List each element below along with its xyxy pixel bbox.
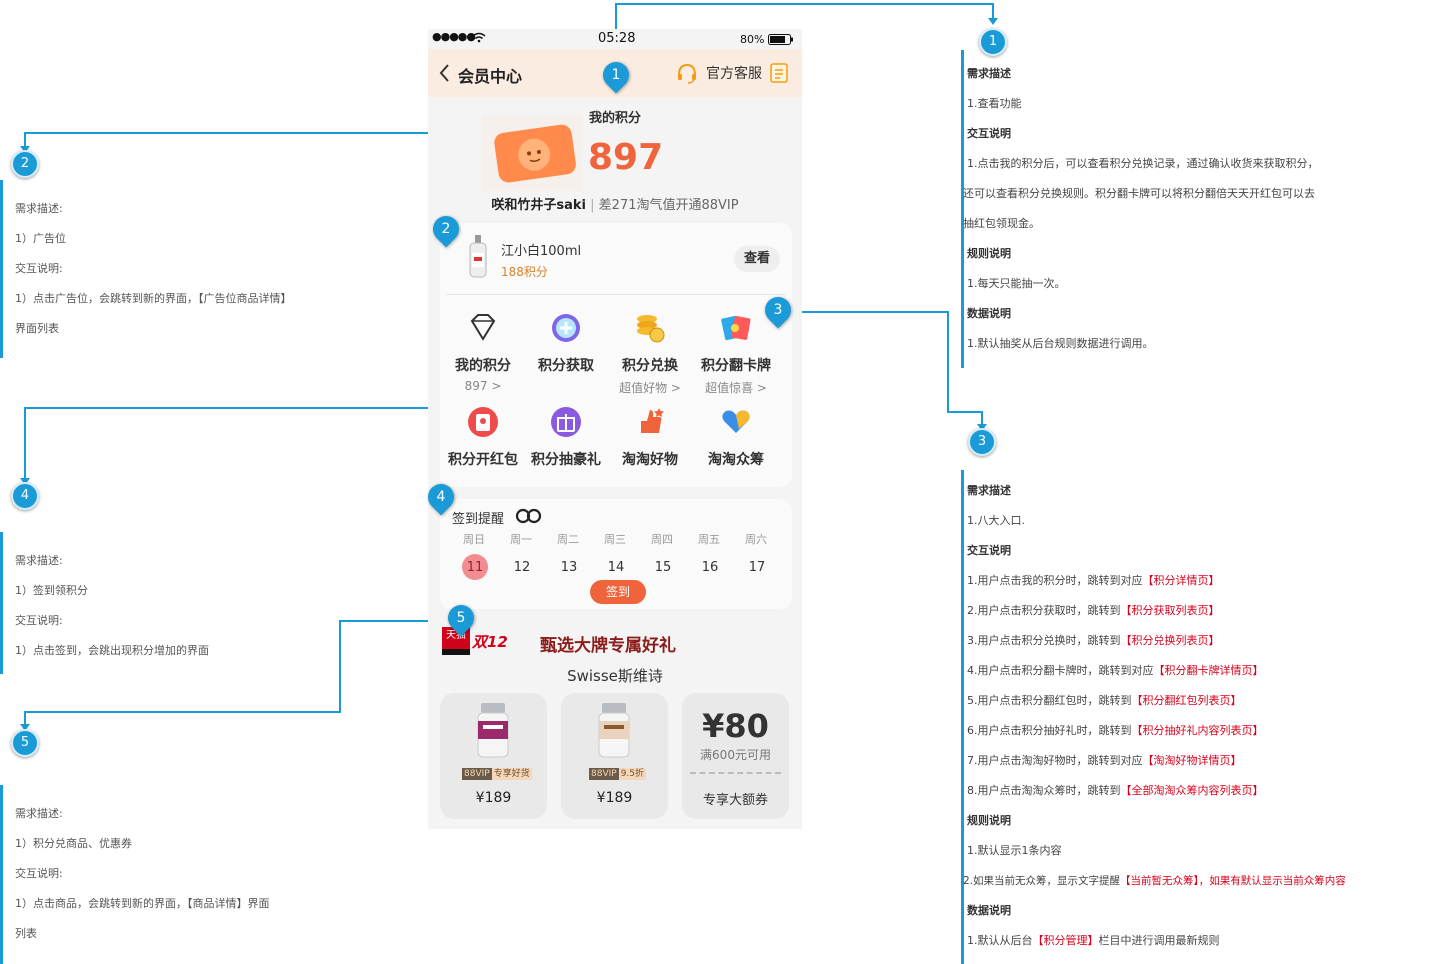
- note-bar-1: [961, 50, 964, 368]
- user-info: 咲和竹井子saki | 差271淘气值开通88VIP: [491, 198, 739, 213]
- weekday: 周二: [557, 533, 579, 546]
- product-price: ¥189: [475, 790, 512, 806]
- entry-card: 江小白100ml 188积分 查看 我的积分 897 > 积分获取: [440, 223, 792, 487]
- weekday: 周五: [698, 533, 720, 546]
- weekday: 周日: [463, 533, 485, 546]
- annotation-marker-4: 4: [11, 482, 39, 510]
- note-bar-4: [0, 532, 3, 674]
- ad-product-points: 188积分: [501, 265, 548, 279]
- gem-icon: [470, 314, 496, 341]
- annotation-note-2: 需求描述: 1）广告位 交互说明: 1）点击广告位，会跳转到新的界面，【广告位商…: [15, 202, 292, 335]
- points-value[interactable]: 897: [588, 137, 664, 178]
- brand-name: Swisse斯维诗: [567, 667, 663, 685]
- entry-good-stuff[interactable]: 淘淘好物: [605, 405, 695, 469]
- entry-lucky-draw[interactable]: 积分抽豪礼: [521, 405, 611, 469]
- entry-redeem-points[interactable]: 积分兑换 超值好物 >: [605, 311, 695, 396]
- coupon-label: 专享大额券: [702, 793, 768, 808]
- annotation-pin-4: 4: [422, 478, 460, 516]
- ad-banner[interactable]: 江小白100ml 188积分 查看: [440, 223, 792, 293]
- weekday: 周一: [510, 533, 532, 546]
- annotation-note-4: 需求描述: 1）签到领积分 交互说明: 1）点击签到，会跳出现积分增加的界面: [15, 554, 209, 657]
- entry-flip-cards[interactable]: 积分翻卡牌 超值惊喜 >: [691, 311, 781, 396]
- calendar-day[interactable]: 12: [513, 560, 531, 575]
- red-envelope-icon: [468, 407, 498, 437]
- coupon-amount: ¥80: [702, 707, 769, 745]
- thumbs-up-icon: [641, 408, 664, 433]
- battery-percent: 80%: [740, 33, 765, 46]
- signin-card: 签到提醒 周日 周一 周二 周三 周四 周五 周六 11 12 13 14 15…: [440, 499, 792, 609]
- supplement-bottle-icon: [477, 703, 509, 758]
- bottle-icon: [469, 235, 487, 278]
- calendar-day[interactable]: 16: [701, 560, 719, 575]
- annotation-note-5: 需求描述: 1）积分兑商品、优惠券 交互说明: 1）点击商品，会跳转到新的界面，…: [15, 807, 270, 940]
- headset-icon[interactable]: [676, 62, 698, 84]
- note-bar-3: [961, 470, 964, 964]
- entry-red-envelope[interactable]: 积分开红包: [438, 405, 528, 469]
- view-button[interactable]: 查看: [734, 246, 780, 272]
- mascot-card-icon: [482, 115, 582, 191]
- entry-crowdfunding[interactable]: 淘淘众筹: [691, 405, 781, 469]
- calendar-day[interactable]: 15: [654, 560, 672, 575]
- weekday: 周四: [651, 533, 673, 546]
- user-name: 咲和竹井子saki: [491, 198, 587, 213]
- vip-hint[interactable]: 差271淘气值开通88VIP: [598, 198, 739, 213]
- list-menu-icon[interactable]: [770, 63, 788, 83]
- phone-screen: ●●●●● 05:28 80% 会员中心 官方客服: [428, 29, 802, 829]
- page-title: 会员中心: [458, 67, 523, 86]
- back-chevron-icon[interactable]: [438, 63, 450, 83]
- reminder-toggle-icon[interactable]: [515, 508, 543, 524]
- promo-headline: 甄选大牌专属好礼: [540, 636, 676, 656]
- annotation-marker-3: 3: [968, 428, 996, 456]
- coupon-card[interactable]: ¥80 满600元可用 专享大额券: [682, 693, 789, 819]
- signin-button[interactable]: 签到: [590, 580, 646, 604]
- signin-title: 签到提醒: [452, 512, 505, 527]
- weekday: 周六: [745, 533, 767, 546]
- annotation-marker-1: 1: [979, 28, 1007, 56]
- note-bar-5: [0, 785, 3, 964]
- battery-icon: [768, 34, 793, 45]
- status-bar: ●●●●● 05:28 80%: [428, 29, 802, 49]
- entry-my-points[interactable]: 我的积分 897 >: [438, 311, 528, 393]
- coupon-divider: [690, 772, 781, 774]
- divider: [446, 294, 786, 295]
- note-bar-2: [0, 180, 3, 358]
- cards-icon: [721, 315, 751, 341]
- calendar-day[interactable]: 14: [607, 560, 625, 575]
- customer-service-link[interactable]: 官方客服: [706, 66, 762, 82]
- annotation-note-3: 需求描述 1.八大入口. 交互说明 1.用户点击我的积分时，跳转到对应【积分详情…: [963, 484, 1346, 947]
- product-price: ¥189: [596, 790, 633, 806]
- annotation-note-1: 需求描述 1.查看功能 交互说明 1.点击我的积分后，可以查看积分兑换记录，通过…: [963, 67, 1319, 350]
- annotation-pin-2: 2: [427, 210, 465, 248]
- annotation-pin-1: 1: [597, 56, 635, 94]
- clock: 05:28: [598, 31, 636, 46]
- today-highlight: [462, 554, 488, 580]
- coin-stack-icon: [637, 315, 665, 343]
- signal-strength: ●●●●●: [432, 30, 476, 43]
- annotation-pin-3: 3: [759, 291, 797, 329]
- gift-box-icon: [551, 407, 581, 437]
- entry-get-points[interactable]: 积分获取: [521, 311, 611, 379]
- annotation-marker-5: 5: [11, 729, 39, 757]
- wifi-icon: [472, 32, 486, 43]
- supplement-bottle-icon: [598, 703, 630, 758]
- my-points-label[interactable]: 我的积分: [588, 111, 641, 126]
- double12-badge: 双12: [472, 633, 508, 651]
- ad-product-name: 江小白100ml: [501, 244, 582, 259]
- coupon-condition: 满600元可用: [700, 748, 771, 762]
- annotation-marker-2: 2: [11, 150, 39, 178]
- weekday: 周三: [604, 533, 626, 546]
- calendar-day[interactable]: 13: [560, 560, 578, 575]
- calendar-day[interactable]: 17: [748, 560, 766, 575]
- heart-hand-icon: [722, 410, 750, 433]
- annotation-pin-5: 5: [442, 599, 480, 637]
- calendar-day-today[interactable]: 11: [466, 560, 484, 575]
- plus-circle-icon: [552, 314, 580, 342]
